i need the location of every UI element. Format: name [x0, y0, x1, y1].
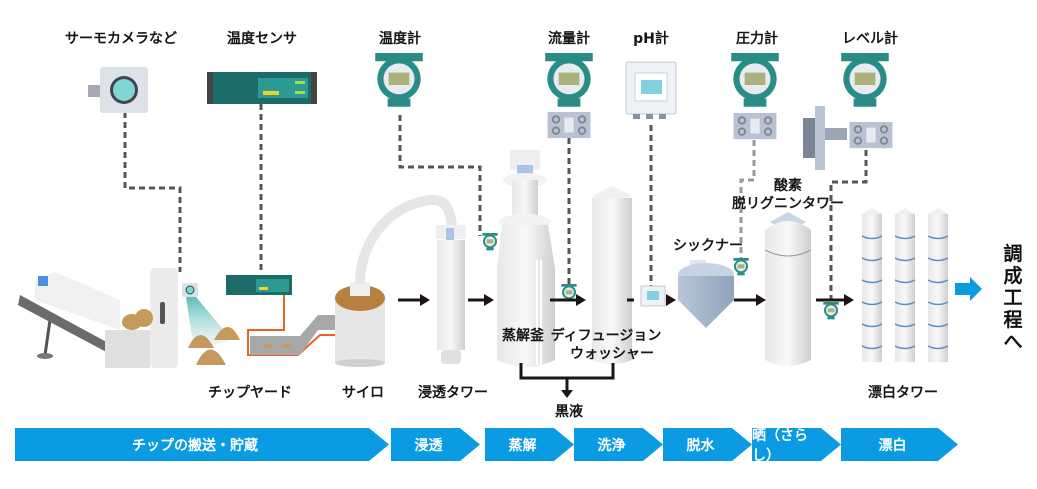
o2-delignification-tower — [764, 212, 812, 366]
flow-arrows — [398, 294, 854, 398]
level-gauge-icon — [841, 53, 889, 107]
label-o2-delig-2: 脱リグニンタワー — [732, 196, 844, 212]
ph-meter-icon — [625, 61, 677, 119]
step-dewatering: 脱水 — [663, 428, 752, 461]
bleach-towers — [861, 207, 949, 363]
diffusion-washer — [592, 186, 632, 364]
digester-thermometer-icon — [482, 233, 498, 251]
bleach-level-icon — [823, 302, 839, 320]
step-digestion: 蒸解 — [485, 428, 574, 461]
signal-line-pressure — [739, 140, 756, 258]
signal-lines — [123, 104, 868, 300]
chip-conveyor — [250, 315, 340, 355]
impregnation-tower — [436, 225, 466, 364]
chip-piles — [188, 327, 240, 365]
signal-line-level — [829, 140, 868, 300]
label-temp-sensor: 温度センサ — [227, 31, 297, 47]
flowmeter-body-icon — [546, 112, 592, 140]
silo — [335, 194, 457, 367]
step-washing: 洗浄 — [574, 428, 663, 461]
pressure-gauge-icon — [731, 53, 779, 107]
thermometer-icon — [375, 53, 423, 107]
label-o2-delig-1: 酸素 — [774, 178, 802, 194]
label-impregnation-tower: 浸透タワー — [418, 385, 488, 401]
label-thermo-camera: サーモカメラなど — [65, 31, 177, 47]
signal-line-camera — [123, 112, 182, 272]
level-body-icon — [848, 122, 894, 150]
label-level-gauge: レベル計 — [842, 31, 898, 47]
label-diffusion-washer-2: ウォッシャー — [570, 346, 654, 362]
temp-sensor-rack-icon — [207, 72, 317, 104]
level-flange-icon — [803, 106, 847, 170]
label-black-liquor: 黒液 — [555, 404, 583, 420]
thickener — [678, 260, 734, 328]
label-ph-meter: pH計 — [633, 31, 669, 47]
truck-conveyor — [18, 272, 150, 368]
step-bleaching: 漂白 — [841, 428, 958, 461]
step-impregnation: 浸透 — [391, 428, 480, 461]
label-silo: サイロ — [342, 385, 384, 401]
chip-hopper — [122, 268, 178, 368]
label-bleach-tower: 漂白タワー — [868, 385, 938, 401]
thickener-ph-icon — [640, 285, 666, 307]
label-diffusion-washer-1: ディフュージョン — [550, 328, 662, 344]
pressure-body-icon — [732, 113, 778, 141]
signal-line-thermometer — [398, 115, 482, 236]
thermo-camera-icon — [88, 67, 148, 113]
next-process-arrow — [955, 277, 982, 301]
label-next-process: 調成工程へ — [1003, 243, 1023, 353]
label-flowmeter: 流量計 — [548, 31, 590, 47]
digester — [497, 150, 555, 367]
step-chip-transport: チップの搬送・貯蔵 — [15, 428, 389, 461]
thickener-pressure-icon — [733, 258, 749, 276]
sensor-wire — [247, 295, 340, 356]
label-pressure-gauge: 圧力計 — [736, 31, 778, 47]
label-chip-yard: チップヤード — [208, 385, 292, 401]
temp-sensor-small-icon — [226, 275, 292, 295]
step-bleaching-prep: 晒（さらし） — [752, 428, 841, 461]
label-thermometer: 温度計 — [379, 31, 421, 47]
label-digester: 蒸解釜 — [502, 328, 544, 344]
label-thickener: シックナー — [673, 238, 743, 254]
flowmeter-icon — [545, 53, 593, 107]
